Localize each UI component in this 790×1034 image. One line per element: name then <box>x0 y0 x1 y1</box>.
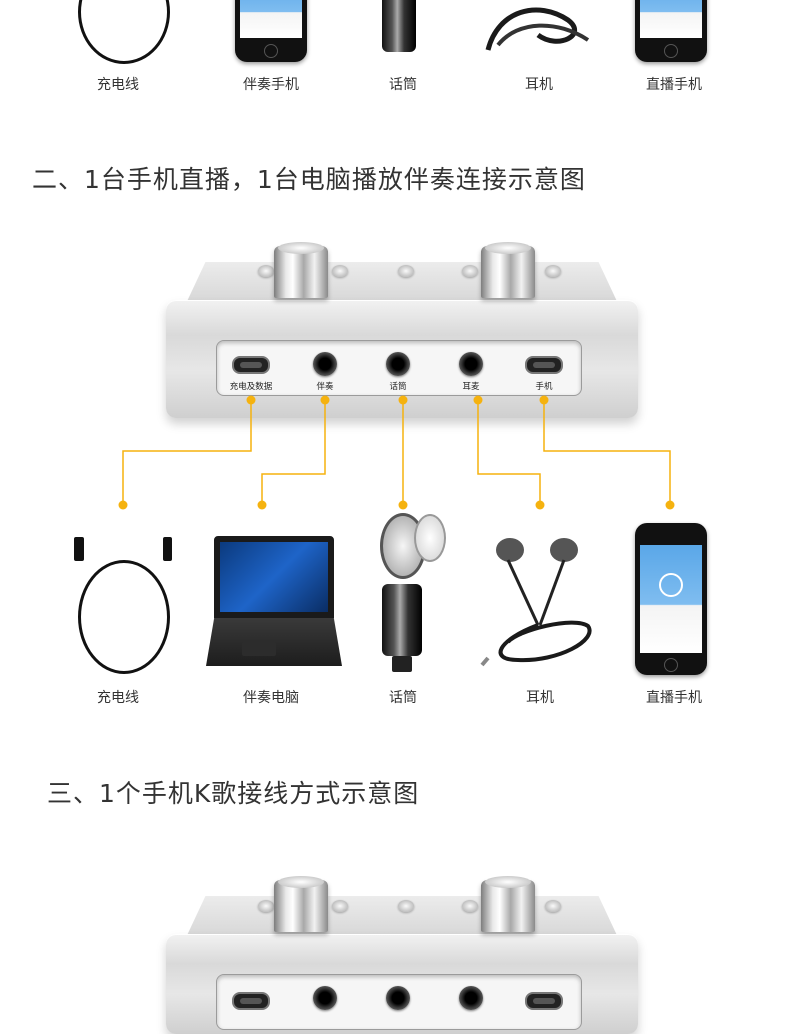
accompaniment-phone-image <box>235 0 307 62</box>
item-label-microphone: 话筒 <box>389 77 417 93</box>
audio-jack-icon <box>313 352 337 376</box>
top-small-knob-icon <box>462 265 478 277</box>
port-label-headset: 耳麦 <box>462 382 480 392</box>
section-2-heading: 二、1台手机直播，1台电脑播放伴奏连接示意图 <box>32 165 586 194</box>
top-small-knob-icon <box>398 900 414 912</box>
usb-port-icon <box>232 356 270 374</box>
usb-port-icon <box>525 356 563 374</box>
volume-knob-left <box>274 242 328 298</box>
top-small-knob-icon <box>462 900 478 912</box>
section-3-heading: 三、1个手机K歌接线方式示意图 <box>47 779 420 808</box>
top-small-knob-icon <box>258 900 274 912</box>
item-label-accompaniment-laptop: 伴奏电脑 <box>243 690 299 706</box>
item-label-live-phone: 直播手机 <box>646 77 702 93</box>
item-label-charging-cable: 充电线 <box>97 690 139 706</box>
port-label-accompaniment: 伴奏 <box>316 382 334 392</box>
item-label-accompaniment-phone: 伴奏手机 <box>243 77 299 93</box>
item-label-live-phone: 直播手机 <box>646 690 702 706</box>
volume-knob-right <box>481 242 535 298</box>
earphones-image <box>485 7 590 51</box>
item-label-microphone: 话筒 <box>389 690 417 706</box>
item-label-earphones: 耳机 <box>526 690 554 706</box>
volume-knob-left <box>274 876 328 932</box>
top-small-knob-icon <box>332 265 348 277</box>
microphone-image <box>382 0 416 52</box>
top-small-knob-icon <box>545 900 561 912</box>
port-label-microphone: 话筒 <box>389 382 407 392</box>
usb-port-icon <box>232 992 270 1010</box>
item-label-earphones: 耳机 <box>525 77 553 93</box>
audio-jack-icon <box>459 352 483 376</box>
audio-jack-icon <box>386 352 410 376</box>
top-small-knob-icon <box>398 265 414 277</box>
top-small-knob-icon <box>545 265 561 277</box>
audio-jack-icon <box>313 986 337 1010</box>
port-label-phone: 手机 <box>535 382 553 392</box>
top-small-knob-icon <box>258 265 274 277</box>
audio-jack-icon <box>459 986 483 1010</box>
port-label-charging-data: 充电及数据 <box>229 382 273 392</box>
item-label-charging-cable: 充电线 <box>97 77 139 93</box>
usb-port-icon <box>525 992 563 1010</box>
volume-knob-right <box>481 876 535 932</box>
live-phone-image <box>635 523 707 675</box>
live-phone-image <box>635 0 707 62</box>
audio-jack-icon <box>386 986 410 1010</box>
connector-lines <box>118 395 675 510</box>
earphones-image <box>480 538 592 667</box>
charging-cable-image <box>78 0 170 64</box>
top-small-knob-icon <box>332 900 348 912</box>
